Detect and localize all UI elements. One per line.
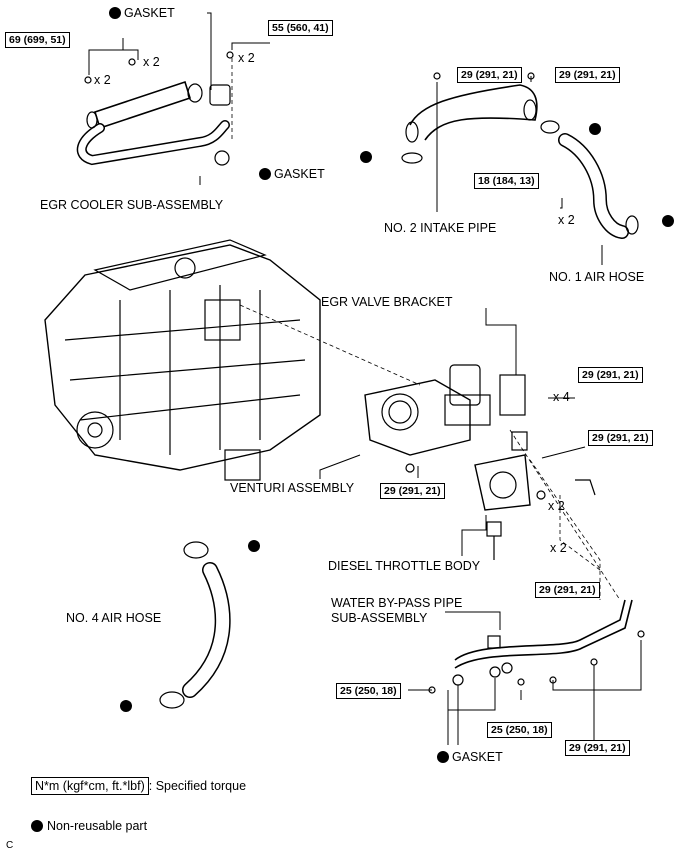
multiplier-x2-b: x 2 xyxy=(94,73,111,87)
torque-29-a: 29 (291, 21) xyxy=(457,67,522,83)
label-gasket-top: GASKET xyxy=(124,6,175,20)
label-egr-cooler: EGR COOLER SUB-ASSEMBLY xyxy=(40,198,224,212)
engine-block-drawing xyxy=(44,239,321,481)
torque-29-g: 29 (291, 21) xyxy=(565,740,630,756)
legend-torque: N*m (kgf*cm, ft.*lbf): Specified torque xyxy=(31,777,247,795)
nonreusable-marker-hose4-bottom xyxy=(120,700,132,712)
torque-25-b: 25 (250, 18) xyxy=(487,722,552,738)
torque-29-b: 29 (291, 21) xyxy=(555,67,620,83)
label-gasket-bottom: GASKET xyxy=(452,750,503,764)
legend-nonreusable-text: Non-reusable part xyxy=(47,819,148,833)
torque-18: 18 (184, 13) xyxy=(474,173,539,189)
multiplier-x2-d: x 2 xyxy=(558,213,575,227)
torque-29-f: 29 (291, 21) xyxy=(535,582,600,598)
nonreusable-marker-hose-top xyxy=(589,123,601,135)
figure-code: C xyxy=(6,840,14,851)
multiplier-x2-f: x 2 xyxy=(550,541,567,555)
torque-25-a: 25 (250, 18) xyxy=(336,683,401,699)
label-water-bypass-line2: SUB-ASSEMBLY xyxy=(331,611,428,625)
leader-lines xyxy=(88,12,642,745)
label-gasket-right: GASKET xyxy=(274,167,325,181)
venturi-assembly-drawing xyxy=(364,364,526,473)
label-venturi-assembly: VENTURI ASSEMBLY xyxy=(230,481,355,495)
label-no4-air-hose: NO. 4 AIR HOSE xyxy=(66,611,162,625)
no4-air-hose-drawing xyxy=(159,541,231,709)
label-intake-pipe: NO. 2 INTAKE PIPE xyxy=(384,221,497,235)
water-bypass-pipe-drawing xyxy=(428,599,645,694)
multiplier-x2-e: x 2 xyxy=(548,499,565,513)
egr-cooler-drawing xyxy=(76,51,234,166)
no1-air-hose-drawing xyxy=(540,120,639,239)
legend-unit-box: N*m (kgf*cm, ft.*lbf) xyxy=(31,777,149,795)
label-diesel-throttle-body: DIESEL THROTTLE BODY xyxy=(328,559,481,573)
throttle-body-drawing xyxy=(474,431,596,560)
intake-pipe-drawing xyxy=(401,72,538,164)
legend-nonreusable-marker xyxy=(31,820,43,832)
torque-55: 55 (560, 41) xyxy=(268,20,333,36)
legend-unit-text: : Specified torque xyxy=(148,779,247,793)
nonreusable-marker-clamp-right xyxy=(662,215,674,227)
torque-29-c: 29 (291, 21) xyxy=(578,367,643,383)
multiplier-x2-c: x 2 xyxy=(238,51,255,65)
label-water-bypass-line1: WATER BY-PASS PIPE xyxy=(331,596,463,610)
torque-29-d: 29 (291, 21) xyxy=(588,430,653,446)
label-no1-air-hose: NO. 1 AIR HOSE xyxy=(549,270,645,284)
multiplier-x4: x 4 xyxy=(553,390,570,404)
label-egr-valve-bracket: EGR VALVE BRACKET xyxy=(321,295,453,309)
torque-29-e: 29 (291, 21) xyxy=(380,483,445,499)
nonreusable-marker-gasket-bottom xyxy=(437,751,449,763)
nonreusable-marker-gasket-top xyxy=(109,7,121,19)
multiplier-x2-a: x 2 xyxy=(143,55,160,69)
alignment-lines xyxy=(231,58,621,601)
torque-69: 69 (699, 51) xyxy=(5,32,70,48)
nonreusable-marker-hose4-top xyxy=(248,540,260,552)
nonreusable-marker-gasket-right xyxy=(259,168,271,180)
nonreusable-marker-clamp-left xyxy=(360,151,372,163)
